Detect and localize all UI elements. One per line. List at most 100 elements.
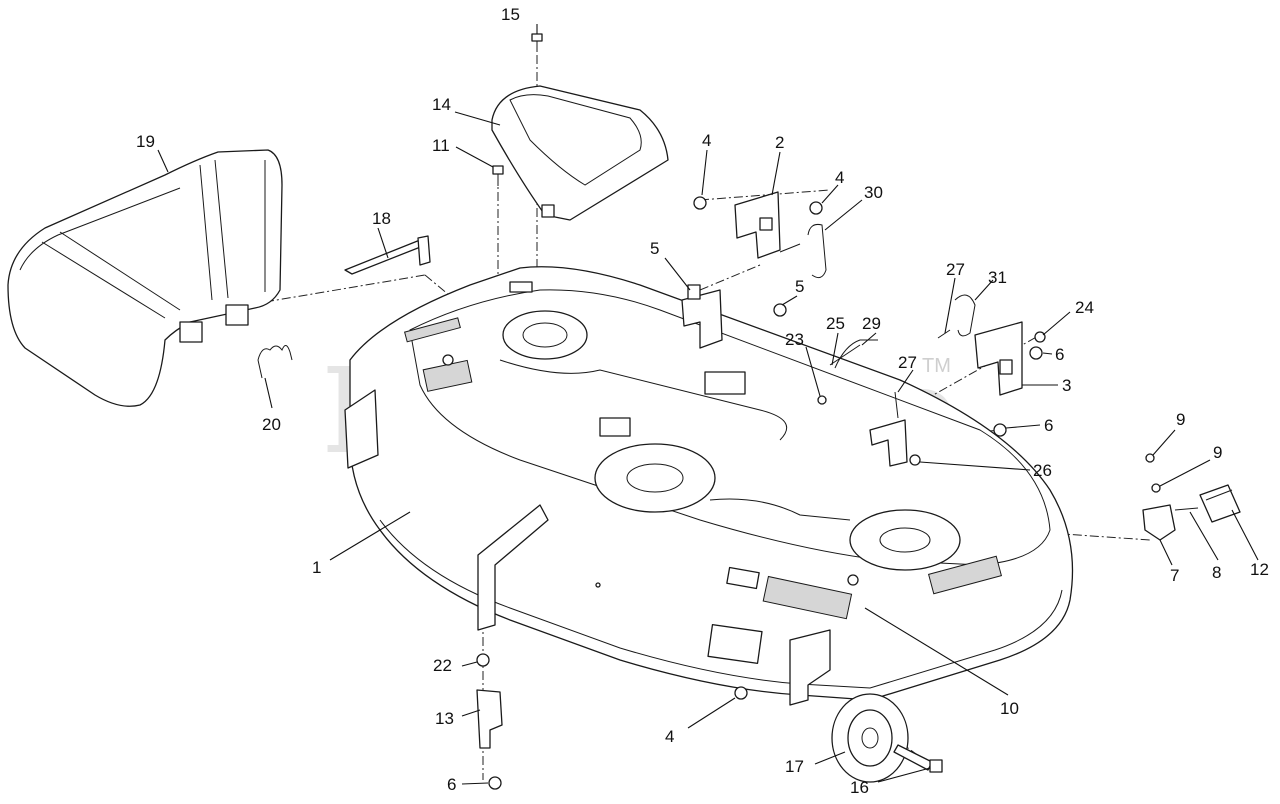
callout-26: 26 — [1033, 461, 1052, 480]
leader-18 — [377, 227, 389, 259]
chute-rib-2 — [41, 241, 166, 319]
callout-18: 18 — [372, 209, 391, 228]
leader-26 — [919, 461, 1031, 471]
nut-6b — [993, 423, 1007, 437]
washer-26 — [909, 454, 921, 466]
callout-16: 16 — [850, 778, 869, 797]
leader-4b — [821, 184, 839, 204]
callout-27b: 27 — [898, 353, 917, 372]
leader-4a — [701, 149, 708, 196]
callout-27a: 27 — [946, 260, 965, 279]
leader-11 — [455, 146, 494, 168]
bracket-2-plate — [734, 191, 781, 259]
callout-15: 15 — [501, 5, 520, 24]
hanger-left-front — [477, 504, 549, 631]
decal-left — [422, 359, 473, 392]
callout-20: 20 — [262, 415, 281, 434]
wheel-17-hub — [861, 727, 879, 749]
leader-10 — [864, 607, 1009, 696]
spindle-right — [849, 509, 961, 571]
nut-4a — [693, 196, 707, 210]
deck-bracket-center — [599, 417, 631, 437]
hook-31-rod — [954, 294, 976, 337]
spindle-center — [594, 443, 716, 513]
leader-23 — [805, 346, 821, 397]
watermark-trademark: TM — [922, 355, 951, 377]
callout-23: 23 — [785, 330, 804, 349]
grease-fitting-right — [847, 574, 859, 586]
line-18b — [424, 274, 456, 301]
knob-12-groove — [1205, 489, 1233, 501]
cover-body — [491, 85, 669, 221]
callout-24: 24 — [1075, 298, 1094, 317]
callout-6b: 6 — [1044, 416, 1053, 435]
callout-6c: 6 — [447, 775, 456, 794]
decal-right — [927, 555, 1003, 595]
bracket-26-plate — [869, 419, 908, 467]
bracket-13 — [476, 689, 503, 749]
spindle-left — [502, 310, 588, 360]
deck-bracket-right — [704, 371, 746, 395]
pin-27a — [937, 329, 951, 339]
belt-cover-14 — [491, 85, 669, 221]
deck-top-plate — [409, 289, 1051, 566]
leader-25 — [831, 332, 839, 366]
pivot-assembly — [817, 339, 1007, 467]
callout-3: 3 — [1062, 376, 1071, 395]
bolt-16-head — [929, 759, 943, 773]
spring-coil — [257, 345, 293, 361]
deck-channel-2 — [709, 498, 851, 521]
nut-4c — [734, 686, 748, 700]
callout-4a: 4 — [702, 131, 711, 150]
wheel-17-rim — [847, 709, 893, 767]
leader-6b — [1005, 424, 1041, 429]
callout-4b: 4 — [835, 168, 844, 187]
nut-6c — [488, 776, 502, 790]
callout-5a: 5 — [650, 239, 659, 258]
line-18 — [264, 274, 426, 303]
pin-27b — [894, 391, 899, 419]
callout-7: 7 — [1170, 566, 1179, 585]
chute-rib-3 — [59, 231, 181, 311]
bracket-3 — [974, 321, 1046, 396]
leader-8 — [1189, 511, 1219, 561]
rod-25 — [829, 344, 861, 366]
callout-22: 22 — [433, 656, 452, 675]
decal-left-strip — [404, 317, 461, 343]
grease-fitting-left — [442, 354, 454, 366]
chute-rib-5 — [214, 159, 229, 299]
wheel-assembly — [734, 686, 943, 783]
spring-8 — [1174, 507, 1199, 511]
washer-23 — [817, 395, 827, 405]
leader-19 — [157, 149, 169, 173]
bolt-5 — [773, 303, 787, 317]
line-2-5 — [699, 264, 761, 291]
callout-12: 12 — [1250, 560, 1269, 579]
callout-6a: 6 — [1055, 345, 1064, 364]
spindle-right-hub — [879, 527, 931, 553]
callout-2: 2 — [775, 133, 784, 152]
deck-bracket-top — [509, 281, 533, 293]
spring-29 — [834, 339, 878, 369]
knob-12 — [1199, 484, 1241, 523]
bolt-15-head — [531, 33, 543, 42]
callout-8: 8 — [1212, 563, 1221, 582]
leader-2 — [771, 151, 781, 196]
leader-4c — [687, 697, 736, 729]
leader-1 — [329, 511, 411, 561]
nut-22 — [476, 653, 490, 667]
callout-1: 1 — [312, 558, 321, 577]
bolt-11-head — [492, 165, 504, 175]
leader-5b — [781, 295, 798, 306]
deck-hole — [595, 582, 601, 588]
hook-30-rod — [807, 224, 827, 279]
leader-29 — [861, 332, 877, 346]
leader-27a — [944, 277, 956, 334]
leader-27b — [897, 369, 914, 393]
callout-19: 19 — [136, 132, 155, 151]
housing-7 — [1142, 504, 1176, 541]
bolt-16-shank — [893, 744, 933, 771]
rod-shaft — [344, 239, 429, 275]
bracket-5-pin — [687, 284, 701, 300]
